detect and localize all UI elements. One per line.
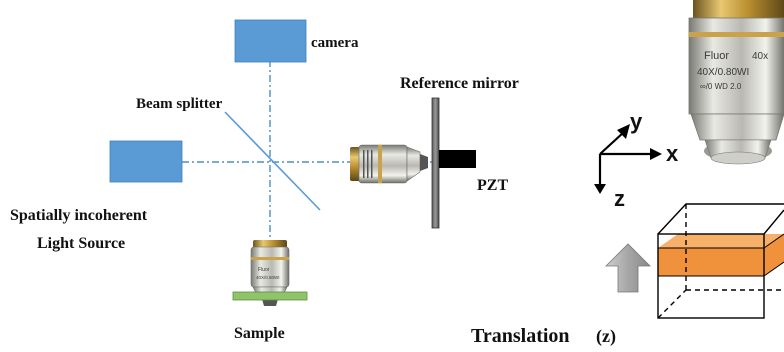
translation-axis-label: (z)	[596, 326, 616, 347]
coordinate-axes	[594, 124, 662, 194]
translation-arrow	[605, 243, 651, 293]
lens-brand-text: Fluor	[704, 50, 729, 62]
axis-y-label: y	[630, 109, 643, 134]
beam-splitter-plate	[224, 111, 321, 211]
sample-slide	[232, 291, 308, 301]
reference-mirror-label: Reference mirror	[400, 75, 519, 92]
reference-objective-lens	[350, 144, 428, 184]
svg-text:40X/0.80WI: 40X/0.80WI	[256, 275, 280, 280]
lens-magnification-text: 40x	[752, 51, 768, 62]
light-source-block	[109, 140, 183, 183]
light-source-label-line2: Light Source	[37, 235, 125, 252]
axis-z-label: z	[614, 186, 625, 211]
lens-wd-text: ∞/0 WD 2.0	[700, 82, 742, 91]
axis-x-label: x	[666, 141, 679, 166]
svg-text:Fluor: Fluor	[258, 267, 270, 273]
pzt-label: PZT	[477, 177, 508, 194]
lens-na-text: 40X/0.80WI	[697, 67, 749, 78]
camera-block	[234, 19, 307, 63]
sample-slab	[658, 234, 784, 276]
translation-label: Translation	[471, 325, 570, 347]
camera-label: camera	[311, 35, 359, 51]
pzt-actuator	[439, 150, 476, 168]
reference-mirror-plate	[431, 97, 440, 229]
sample-label: Sample	[234, 325, 285, 342]
objective-lens-closeup: Fluor 40x 40X/0.80WI ∞/0 WD 2.0	[688, 0, 784, 165]
light-source-label-line1: Spatially incoherent	[10, 207, 148, 224]
beam-splitter-label: Beam splitter	[136, 96, 223, 112]
sample-volume-box	[657, 203, 784, 319]
